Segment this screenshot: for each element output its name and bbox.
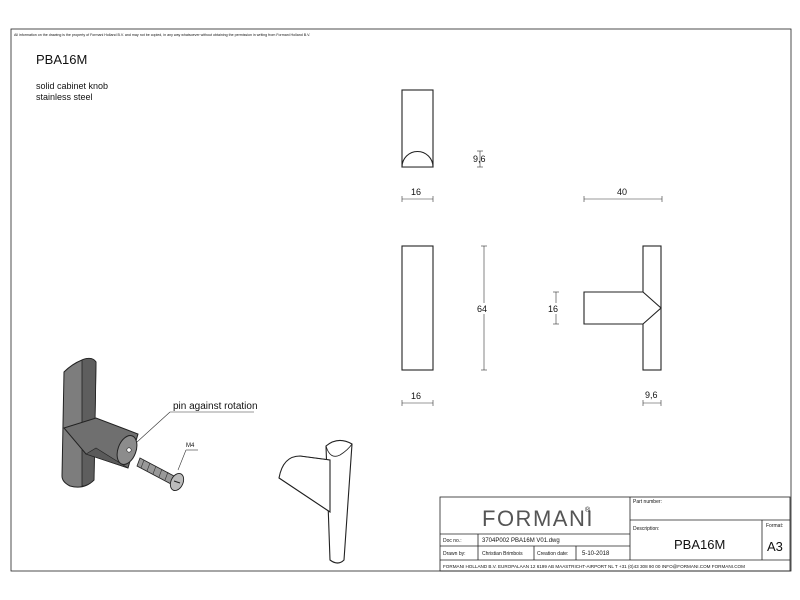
dimension-top-width-label: 16 [411,187,421,197]
dimension-side-depth-label: 40 [617,187,627,197]
drawn-by-value: Christian Brimbois [482,551,523,557]
m4-screw [136,457,185,491]
dimension-front-width: 16 [401,391,434,406]
doc-no-value: 3704P002 PBA16M V01.dwg [482,538,560,544]
dimension-side-stem-label: 16 [548,304,558,314]
title-block: FORMANI ® Part number: Description: PBA1… [439,496,791,572]
screw-callout-label: M4 [186,443,195,449]
dimension-front-height: 64 [475,245,491,371]
format-label: Format: [766,523,783,529]
description-value: PBA16M [674,537,725,552]
creation-date-value: 5-10-2018 [582,551,610,557]
description-label: Description: [633,526,659,532]
brand-logo: FORMANI [482,506,594,531]
pin-callout-label: pin against rotation [173,401,258,412]
description-line-2: stainless steel [36,92,93,102]
dimension-top-height-label: 9,6 [473,154,486,164]
copyright-notice: All information on the drawing is the pr… [14,33,310,37]
drawing-title: PBA16M [36,52,87,67]
doc-no-label: Doc no.: [443,538,462,544]
drawing-frame [10,28,792,572]
dimension-front-height-label: 64 [477,304,487,314]
dimension-side-thickness: 9,6 [642,390,662,406]
drawn-by-label: Drawn by: [443,551,466,557]
isometric-outline-view [278,439,353,564]
creation-date-label: Creation date: [537,551,568,557]
format-value: A3 [767,539,783,554]
dimension-front-width-label: 16 [411,391,421,401]
dimension-top-height: 9,6 [473,150,486,168]
brand-registered-mark: ® [585,506,591,514]
isometric-exploded-view: pin against rotation M4 [61,357,258,491]
dimension-top-width: 16 [401,187,434,202]
company-footer: FORMANI HOLLAND B.V. EUROPALAAN 12 6199 … [443,564,745,569]
front-view [401,245,434,371]
part-number-label: Part number: [633,499,662,505]
dimension-side-thickness-label: 9,6 [645,390,658,400]
dimension-side-stem: 16 [546,291,562,325]
side-view [583,245,662,371]
dimension-side-depth: 40 [583,187,663,202]
description-line-1: solid cabinet knob [36,81,108,91]
top-view [401,89,434,168]
